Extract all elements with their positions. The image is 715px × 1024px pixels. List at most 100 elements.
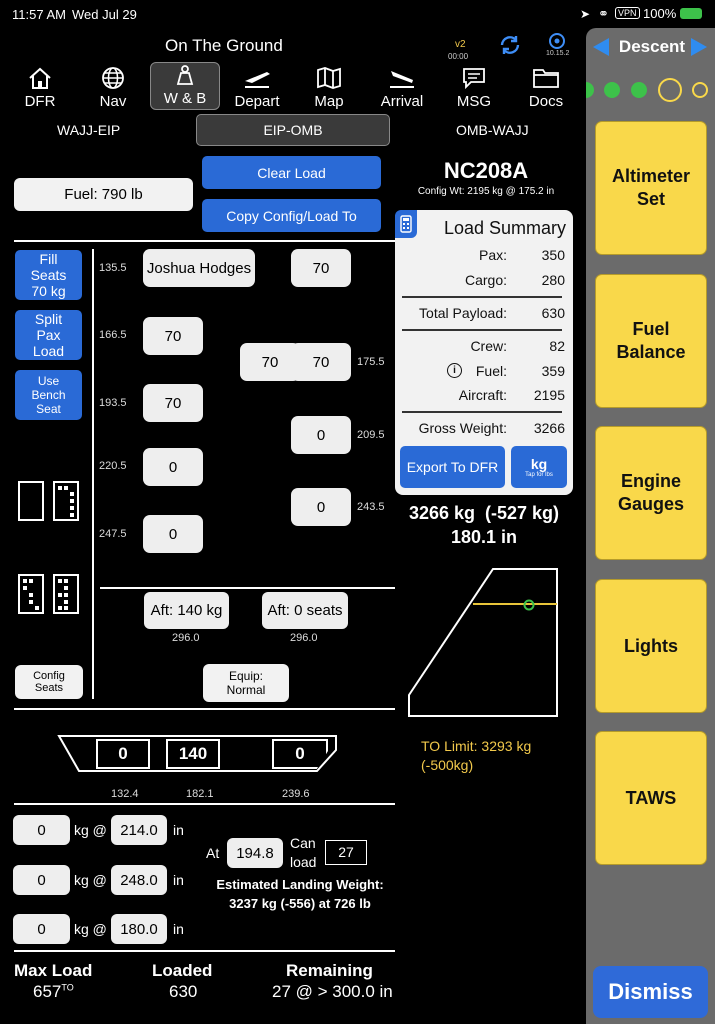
phase-title: Descent [618, 37, 686, 56]
takeoff-icon [245, 72, 270, 88]
divider [92, 249, 94, 699]
leg-tab-2[interactable]: EIP-OMB [196, 114, 390, 146]
station-label: 220.5 [99, 460, 127, 472]
fuel-balance-button[interactable]: Fuel Balance [595, 274, 707, 408]
progress-dot [604, 82, 620, 98]
export-to-dfr-button[interactable]: Export To DFR [400, 446, 505, 488]
settings-icon[interactable] [547, 31, 567, 56]
tab-docs[interactable]: Docs [510, 62, 582, 110]
pod-compartment-a[interactable]: 0 [96, 739, 150, 769]
timer-label: 00:00 [448, 52, 469, 61]
cargo-pod-outline [57, 735, 337, 772]
loaded-label: Loaded [152, 961, 213, 980]
seat-weight[interactable]: 0 [143, 448, 203, 486]
seat-weight[interactable]: 70 [291, 343, 351, 381]
load-summary-title: Load Summary [443, 218, 566, 238]
remaining-label: Remaining [286, 961, 373, 980]
seat-weight[interactable]: 70 [240, 343, 300, 381]
tab-label: W & B [163, 90, 207, 107]
config-weight: Config Wt: 2195 kg @ 175.2 in [417, 186, 555, 197]
engine-gauges-button[interactable]: Engine Gauges [595, 426, 707, 560]
config-seats-button[interactable]: Config Seats [15, 665, 83, 699]
seat-config-icon[interactable] [18, 481, 44, 521]
calculator-icon[interactable] [395, 210, 417, 238]
seat-weight[interactable]: 70 [143, 317, 203, 355]
tab-msg[interactable]: MSG [438, 62, 510, 110]
battery-percent: 100% [643, 6, 677, 21]
extra-load-unit: in [173, 872, 184, 888]
info-icon[interactable]: i [447, 363, 462, 378]
tab-label: Map [314, 93, 344, 110]
extra-load-arm[interactable]: 180.0 [111, 914, 167, 944]
split-pax-button[interactable]: Split Pax Load [15, 310, 82, 360]
taws-button[interactable]: TAWS [595, 731, 707, 865]
aft-seats-arm: 296.0 [290, 632, 318, 644]
dismiss-button[interactable]: Dismiss [593, 966, 708, 1018]
tab-wb[interactable]: W & B [150, 62, 220, 110]
summary-row-pax: Pax:350 [478, 247, 565, 263]
equipment-button[interactable]: Equip: Normal [203, 664, 289, 702]
can-load-value: 27 [325, 840, 367, 865]
max-load-label: Max Load [14, 961, 93, 980]
copy-config-button[interactable]: Copy Config/Load To [202, 199, 381, 232]
extra-load-kg[interactable]: 0 [13, 815, 70, 845]
use-bench-seat-button[interactable]: Use Bench Seat [15, 370, 82, 420]
seat-config-icon[interactable] [53, 574, 79, 619]
pod-compartment-b[interactable]: 140 [166, 739, 220, 769]
clear-load-button[interactable]: Clear Load [202, 156, 381, 189]
tab-depart[interactable]: Depart [221, 62, 293, 110]
pod-arm-b: 182.1 [186, 788, 214, 800]
at-value[interactable]: 194.8 [227, 838, 283, 868]
seat-weight[interactable]: 0 [291, 488, 351, 526]
fuel-button[interactable]: Fuel: 790 lb [14, 178, 193, 211]
message-icon [463, 68, 485, 90]
fill-seats-button[interactable]: Fill Seats 70 kg [15, 250, 82, 300]
extra-load-arm[interactable]: 214.0 [111, 815, 167, 845]
tab-nav[interactable]: Nav [77, 62, 149, 110]
divider [14, 708, 395, 710]
aft-cargo-button[interactable]: Aft: 140 kg [144, 592, 229, 629]
summary-row-fuel: Fuel:359 [475, 363, 565, 379]
tab-label: Docs [528, 93, 564, 110]
unit-toggle-button[interactable]: kg Tap for lbs [511, 446, 567, 488]
extra-load-arm[interactable]: 248.0 [111, 865, 167, 895]
landing-weight-label: Estimated Landing Weight: [216, 877, 384, 892]
sync-icon[interactable] [498, 33, 522, 62]
seat-weight[interactable]: 0 [291, 416, 351, 454]
progress-dot-current [658, 78, 682, 102]
leg-tab-3[interactable]: OMB-WAJJ [456, 122, 529, 138]
tab-arrival[interactable]: Arrival [366, 62, 438, 110]
tab-label: DFR [24, 93, 56, 110]
leg-tab-1[interactable]: WAJJ-EIP [57, 122, 121, 138]
globe-icon [102, 67, 124, 89]
version-label: v2 [455, 39, 466, 50]
extra-load-kg[interactable]: 0 [13, 914, 70, 944]
seat-config-icon[interactable] [18, 574, 44, 619]
summary-row-cargo: Cargo:280 [464, 272, 565, 288]
station-label: 209.5 [357, 429, 385, 441]
weight-total: 3266 kg (-527 kg) [408, 503, 560, 523]
summary-divider [402, 329, 562, 331]
altimeter-set-button[interactable]: Altimeter Set [595, 121, 707, 255]
landing-weight-value: 3237 kg (-556) at 726 lb [229, 896, 371, 911]
landing-icon [390, 71, 414, 88]
station-label: 247.5 [99, 528, 127, 540]
tab-map[interactable]: Map [293, 62, 365, 110]
divider [14, 803, 395, 805]
extra-load-kg[interactable]: 0 [13, 865, 70, 895]
lights-button[interactable]: Lights [595, 579, 707, 713]
seat-weight[interactable]: 70 [291, 249, 351, 287]
seat-weight[interactable]: 0 [143, 515, 203, 553]
aft-seats-button[interactable]: Aft: 0 seats [262, 592, 348, 629]
next-phase-arrow[interactable] [691, 38, 707, 56]
station-label: 243.5 [357, 501, 385, 513]
seat-config-icon[interactable] [53, 481, 79, 526]
station-label: 135.5 [99, 262, 127, 274]
previous-phase-arrow[interactable] [593, 38, 609, 56]
extra-load-at: kg @ [74, 872, 107, 888]
tab-dfr[interactable]: DFR [4, 62, 76, 110]
seat-weight[interactable]: 70 [143, 384, 203, 422]
page-title: On The Ground [165, 36, 283, 55]
seat-occupant[interactable]: Joshua Hodges [143, 249, 255, 287]
extra-load-unit: in [173, 822, 184, 838]
